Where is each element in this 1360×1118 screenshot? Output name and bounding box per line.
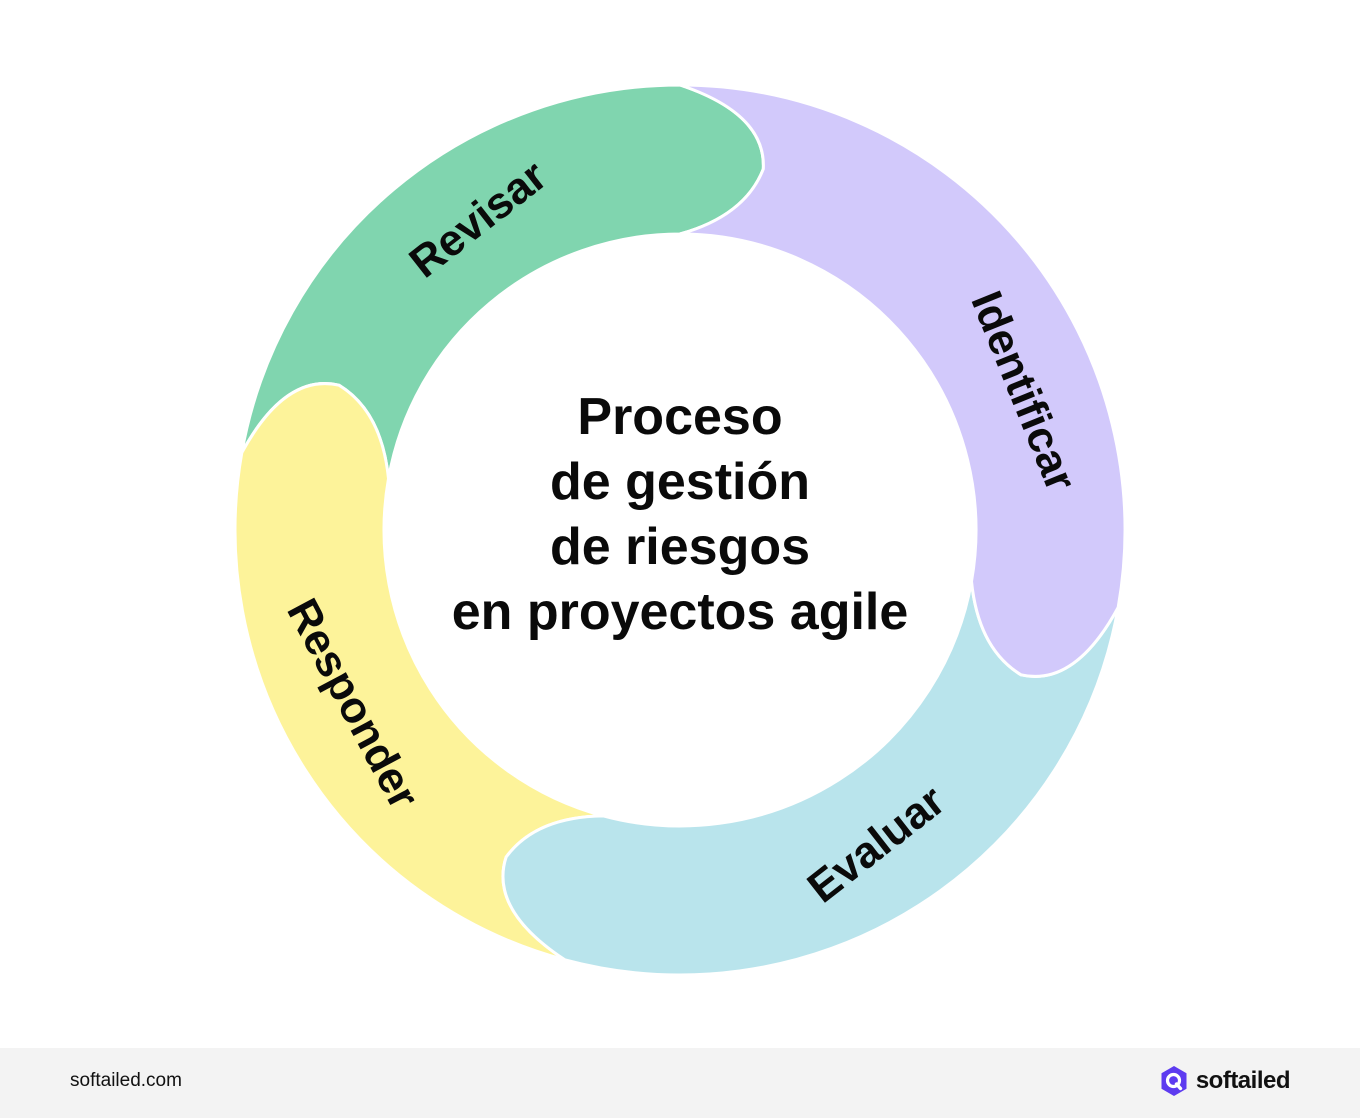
center-title-line-4: en proyectos agile [451,583,909,641]
center-title-line-2: de gestión [549,453,811,511]
footer-url[interactable]: softailed.com [70,1070,182,1091]
segment-identificar [678,83,1127,678]
footer-bar: softailed.com softailed [0,1048,1360,1118]
brand-logo[interactable]: softailed [1160,1065,1291,1097]
cycle-segments [233,83,1127,977]
center-title-line-1: Proceso [577,388,783,446]
center-title-line-3: de riesgos [549,518,811,576]
center-title: Proceso de gestión de riesgos en proyect… [380,385,980,645]
softailed-logo-icon [1161,1066,1187,1096]
brand-name: softailed [1195,1067,1291,1094]
